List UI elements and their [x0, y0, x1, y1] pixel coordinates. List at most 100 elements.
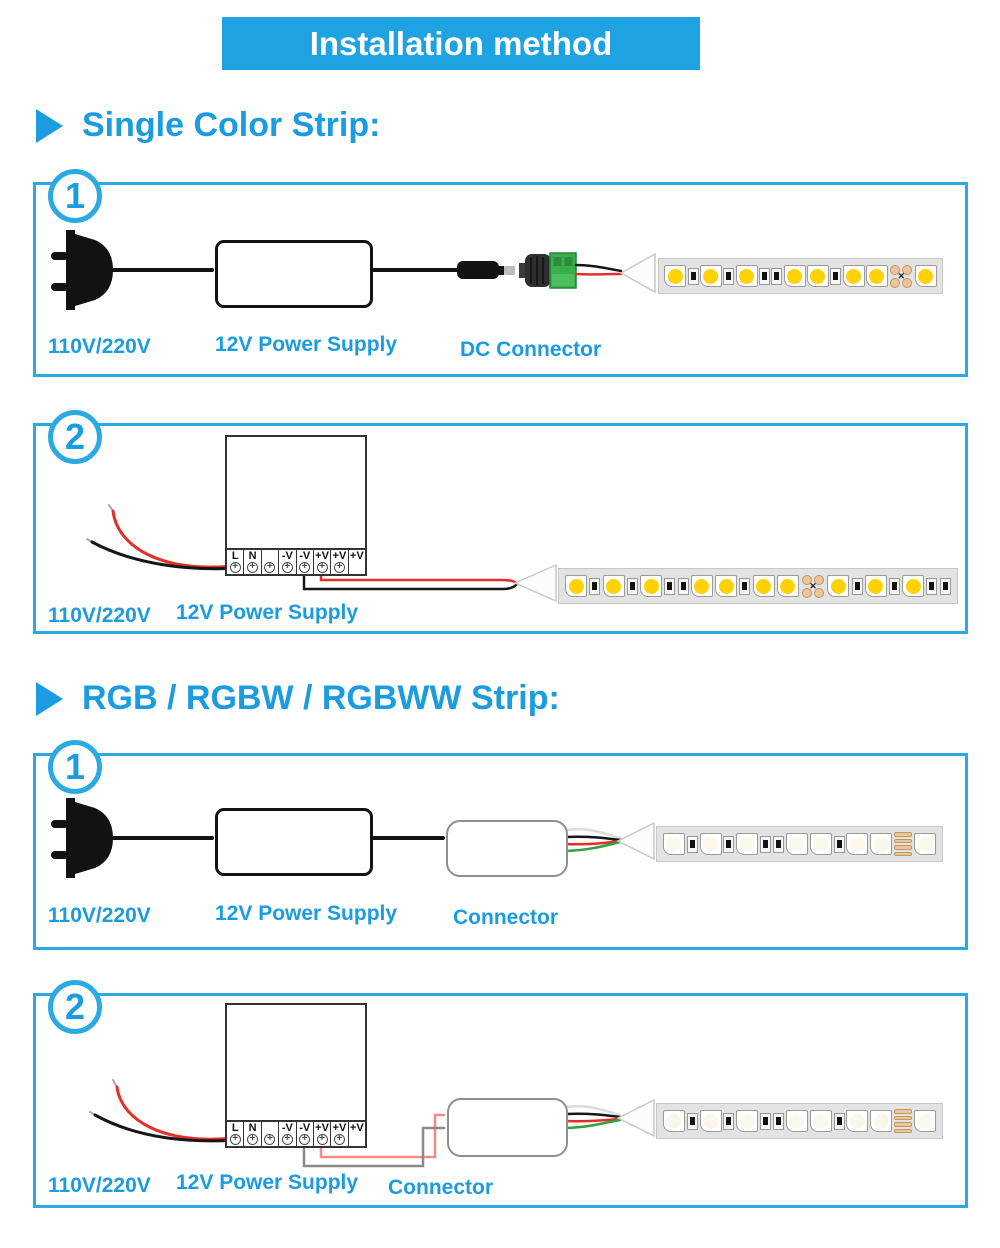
led-chip [735, 265, 758, 287]
led-chip [914, 1110, 937, 1132]
solder-pad [894, 1128, 913, 1133]
solder-pad [894, 1115, 913, 1120]
resistor-body [629, 582, 635, 590]
terminal-label: +V [349, 1122, 364, 1134]
led-emitter [568, 578, 584, 594]
terminal-label: -V [281, 550, 293, 562]
resistor-body [942, 582, 948, 590]
power-supply-label: 12V Power Supply [176, 601, 359, 624]
resistor-chip [939, 577, 951, 595]
power-supply-label: 12V Power Supply [176, 1171, 359, 1194]
terminal-label: +V [332, 1122, 347, 1134]
resistor-chip [851, 577, 863, 595]
led-chip [846, 1110, 869, 1132]
led-chip [865, 265, 888, 287]
resistor-body [836, 1117, 842, 1125]
diagram-box-rgb-1: 1 110V/220V 12V Power Supply Connector [33, 740, 968, 950]
led-emitter [917, 836, 933, 852]
resistor-chip [589, 577, 601, 595]
resistor-body [689, 840, 695, 848]
terminal-label: N [248, 550, 257, 562]
resistor-chip [723, 1112, 735, 1130]
wiring-diagram-svg [51, 230, 656, 310]
terminal-cell-blank: + [260, 550, 278, 574]
page-title-text: Installation method [309, 24, 613, 62]
power-supply-label: 12V Power Supply [215, 902, 398, 925]
solder-pad [802, 587, 813, 598]
resistor-body [592, 582, 598, 590]
terminal-cell-blank: + [260, 1122, 278, 1146]
led-strip-warm-white: ✕ [658, 258, 943, 294]
resistor-chip [830, 267, 842, 285]
led-emitter [813, 1113, 829, 1129]
led-chip [914, 265, 937, 287]
terminal-cell-+V: +V [347, 1122, 365, 1146]
led-chip [752, 575, 775, 597]
solder-pad [894, 1109, 913, 1114]
solder-pads-cut-point [894, 832, 913, 856]
led-emitter [813, 836, 829, 852]
led-chip [864, 575, 887, 597]
led-chip [914, 833, 937, 855]
resistor-chip [664, 577, 676, 595]
led-chip [565, 575, 588, 597]
led-chip [699, 265, 722, 287]
led-emitter [789, 1113, 805, 1129]
resistor-body [776, 840, 782, 848]
terminal-cell-N: N+ [243, 550, 260, 574]
led-chip [783, 265, 806, 287]
plug-voltage-label: 110V/220V [48, 335, 151, 358]
resistor-chip [773, 1112, 785, 1130]
output-wire-positive [319, 1113, 446, 1159]
resistor-body [763, 1117, 769, 1125]
section-heading-text: RGB / RGBW / RGBWW Strip: [82, 679, 560, 717]
led-emitter [810, 268, 826, 284]
resistor-chip [723, 835, 735, 853]
strip-wire-green [563, 840, 622, 853]
led-emitter [873, 1113, 889, 1129]
mains-wire-live [111, 509, 236, 569]
led-chip [602, 575, 625, 597]
resistor-body [774, 272, 780, 280]
diagram-box-single-1: 1 [33, 169, 968, 377]
terminal-label: -V [299, 1122, 311, 1134]
resistor-body [726, 1117, 732, 1125]
resistor-chip [758, 267, 770, 285]
cut-mark-icon: ✕ [897, 270, 906, 281]
terminal-cell--V: -V+ [278, 550, 295, 574]
terminal-screw-icon: + [247, 1134, 259, 1145]
led-emitter [905, 578, 921, 594]
solder-pad [894, 845, 913, 850]
resistor-body [763, 840, 769, 848]
step-number: 2 [64, 986, 86, 1027]
resistor-body [667, 582, 673, 590]
led-emitter [666, 1113, 682, 1129]
connector-label: Connector [453, 906, 558, 929]
led-emitter [739, 1113, 755, 1129]
led-chip [827, 575, 850, 597]
terminal-label: N [248, 1122, 257, 1134]
strip-wire-white [563, 828, 622, 840]
terminal-label: +V [349, 550, 364, 562]
led-chip [699, 833, 722, 855]
triangle-bullet-icon [36, 681, 63, 716]
output-wire-negative [302, 1126, 446, 1168]
plug-voltage-label: 110V/220V [48, 904, 151, 927]
dc-connector-icon [457, 252, 577, 289]
triangle-bullet-icon [36, 108, 63, 143]
led-chip [806, 265, 829, 287]
solder-pad [802, 574, 813, 585]
terminal-cell-L: L+ [227, 550, 243, 574]
led-emitter [789, 836, 805, 852]
terminal-screw-icon: + [299, 562, 311, 573]
led-emitter [667, 268, 683, 284]
terminal-screw-icon: + [247, 562, 259, 573]
led-chip [902, 575, 925, 597]
led-chip [699, 1110, 722, 1132]
terminal-cell--V: -V+ [278, 1122, 295, 1146]
terminal-cell-+V: +V+ [330, 550, 347, 574]
diagram-box-single-2: 2 L+N++-V+-V++V++V++V ✕ 110V/220V 12V Po… [33, 410, 968, 634]
terminal-label: L [231, 550, 239, 562]
led-chip [662, 833, 685, 855]
led-chip [690, 575, 713, 597]
